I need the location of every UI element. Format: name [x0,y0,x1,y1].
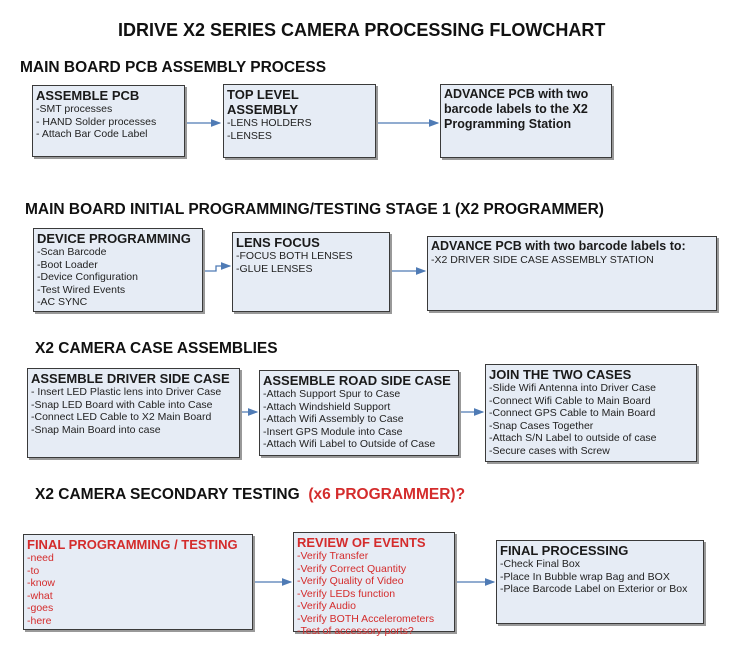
box-title: REVIEW OF EVENTS [297,535,426,550]
list-item: -Check Final Box [500,558,580,570]
list-item: -here [27,614,52,627]
list-item: -X2 DRIVER SIDE CASE ASSEMBLY STATION [431,254,654,266]
box-final-processing: FINAL PROCESSING -Check Final Box-Place … [496,540,704,624]
list-item: -Verify Correct Quantity [297,562,407,575]
box-lens-focus: LENS FOCUS-FOCUS BOTH LENSES-GLUE LENSES [232,232,390,312]
list-item: -Test of accessory ports? [297,625,414,637]
box-title: FINAL PROGRAMMING / TESTING [27,537,238,552]
list-item: -Verify Audio [297,600,356,612]
box-advance-pcb-2: ADVANCE PCB with two barcode labels to:-… [427,236,717,311]
box-review-of-events: REVIEW OF EVENTS-Verify Transfer-Verify … [293,532,455,637]
list-item: -need [27,552,54,564]
list-item: -Insert GPS Module into Case [263,425,403,438]
list-item: -Boot Loader [37,258,98,271]
list-item: -Connect GPS Cable to Main Board [489,407,656,419]
box-title: ASSEMBLE ROAD SIDE CASE [263,373,451,388]
list-item: - HAND Solder processes [36,115,157,128]
box-assemble-pcb: ASSEMBLE PCB -SMT processes - HAND Solde… [32,85,185,157]
list-item: -Verify BOTH Accelerometers [297,612,435,625]
box-advance-pcb-1: ADVANCE PCB with two barcode labels to t… [440,84,612,158]
list-item: -Verify LEDs function [297,587,396,600]
box-title: FINAL PROCESSING [500,543,629,558]
box-driver-side-case: ASSEMBLE DRIVER SIDE CASE- Insert LED Pl… [27,368,240,458]
box-title: DEVICE PROGRAMMING [37,231,191,246]
list-item: -Device Configuration [37,271,138,283]
list-item: -Slide Wifi Antenna into Driver Case [489,382,656,394]
list-item: -Connect Wifi Cable to Main Board [489,394,651,407]
box-join-cases: JOIN THE TWO CASES-Slide Wifi Antenna in… [485,364,697,462]
box-title: TOP LEVEL ASSEMBLY [227,87,299,117]
list-item: -Connect LED Cable to X2 Main Board [31,411,212,423]
box-road-side-case: ASSEMBLE ROAD SIDE CASE-Attach Support S… [259,370,459,456]
list-item: -Verify Quality of Video [297,575,404,587]
box-device-programming: DEVICE PROGRAMMING-Scan Barcode-Boot Loa… [33,228,203,312]
list-item: -Attach S/N Label to outside of case [489,432,657,444]
box-title: LENS FOCUS [236,235,320,250]
arrow-3 [203,262,232,272]
list-item: -know [27,577,56,589]
list-item: -Test Wired Events [37,283,126,296]
section-heading-case-assemblies: X2 CAMERA CASE ASSEMBLIES [35,340,278,357]
box-top-level-assembly: TOP LEVEL ASSEMBLY-LENS HOLDERS-LENSES [223,84,376,158]
box-title: ASSEMBLE PCB [36,88,140,103]
list-item: -FOCUS BOTH LENSES [236,250,353,262]
list-item: - Insert LED Plastic lens into Driver Ca… [31,386,222,398]
heading-text: X2 CAMERA SECONDARY TESTING [35,486,300,503]
list-item: -Snap LED Board with Cable into Case [31,398,213,411]
section-heading-programming: MAIN BOARD INITIAL PROGRAMMING/TESTING S… [25,201,604,218]
list-item: -LENSES [227,129,272,142]
list-item: -Attach Support Spur to Case [263,388,401,400]
box-title: ADVANCE PCB with two barcode labels to: [431,239,686,253]
list-item: -Place Barcode Label on Exterior or Box [500,583,688,595]
list-item: -Attach Wifi Label to Outside of Case [263,438,436,450]
flowchart-title: IDRIVE X2 SERIES CAMERA PROCESSING FLOWC… [118,20,606,40]
list-item: -LENS HOLDERS [227,117,312,129]
list-item: -Attach Wifi Assembly to Case [263,413,404,425]
box-final-programming: FINAL PROGRAMMING / TESTING-need-to-know… [23,534,253,630]
list-item: -Scan Barcode [37,246,107,258]
section-heading-secondary-testing: X2 CAMERA SECONDARY TESTING (x6 PROGRAMM… [35,486,465,504]
list-item: -GLUE LENSES [236,262,313,275]
list-item: -goes [27,602,54,614]
box-title: ADVANCE PCB with two barcode labels to t… [444,87,589,131]
box-title: JOIN THE TWO CASES [489,367,632,382]
section-heading-pcb-assembly: MAIN BOARD PCB ASSEMBLY PROCESS [20,59,327,76]
box-title: ASSEMBLE DRIVER SIDE CASE [31,371,230,386]
list-item: -Secure cases with Screw [489,444,610,457]
heading-note: (x6 PROGRAMMER)? [308,486,466,503]
list-item: -what [27,589,53,602]
list-item: -Place In Bubble wrap Bag and BOX [500,570,670,583]
list-item: -AC SYNC [37,296,88,308]
list-item: -to [27,564,40,577]
list-item: -Attach Windshield Support [263,400,391,413]
list-item: - Attach Bar Code Label [36,128,148,140]
list-item: -SMT processes [36,103,113,115]
list-item: -Snap Main Board into case [31,423,161,436]
list-item: -Snap Cases Together [489,419,594,432]
list-item: -Verify Transfer [297,550,369,562]
